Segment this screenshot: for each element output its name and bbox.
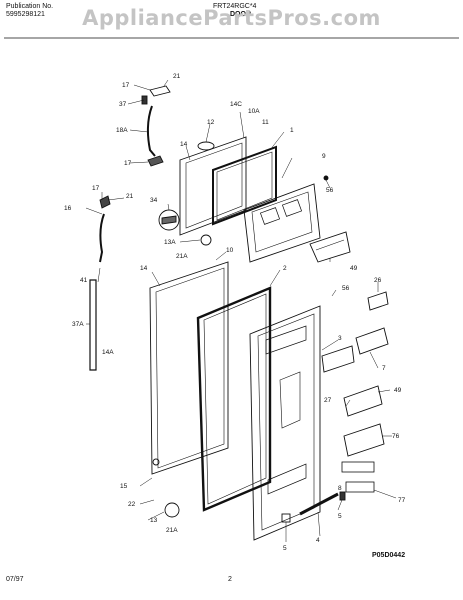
callout: 18A xyxy=(116,127,128,134)
callout: 41 xyxy=(80,277,88,284)
callout: 49 xyxy=(350,265,358,272)
callout-labels: 17 21 37 18A 12 14C 10A 11 1 14 17 9 56 … xyxy=(64,73,406,552)
callout: 14 xyxy=(140,265,148,272)
cam-circle xyxy=(200,234,212,246)
door-plug xyxy=(197,141,215,151)
door-stop xyxy=(152,458,160,466)
callout: 3 xyxy=(338,335,342,342)
callout: 22 xyxy=(128,501,136,508)
callout: 17 xyxy=(92,185,100,192)
callout: 16 xyxy=(64,205,72,212)
door-bins xyxy=(281,291,389,523)
callout: 14C xyxy=(230,101,242,108)
callout: 56 xyxy=(326,187,334,194)
callout: 21 xyxy=(126,193,134,200)
fresh-food-gasket xyxy=(196,286,272,512)
lower-hinge-circle xyxy=(164,502,180,518)
callout: 27 xyxy=(324,397,332,404)
bin-cover xyxy=(355,327,389,355)
callout: 26 xyxy=(374,277,382,284)
callout: 13A xyxy=(164,239,176,246)
callout: 37A xyxy=(72,321,84,328)
callout: 56 xyxy=(342,285,350,292)
callout: 7 xyxy=(382,365,386,372)
callout: 21 xyxy=(173,73,181,80)
footer-date: 07/97 xyxy=(6,576,24,583)
callout: 21A xyxy=(166,527,178,534)
callout: 37 xyxy=(119,101,127,108)
callout: 5 xyxy=(338,513,342,520)
trim-screw xyxy=(339,491,346,501)
lower-cable xyxy=(99,213,105,263)
section-title: DOOR xyxy=(230,11,251,18)
publication-label: Publication No. xyxy=(6,3,54,10)
callout: 14 xyxy=(180,141,188,148)
callout: 77 xyxy=(398,497,406,504)
callout: 4 xyxy=(316,537,320,544)
callout: 2 xyxy=(283,265,287,272)
callout: 11 xyxy=(262,119,269,126)
page-number: 2 xyxy=(228,576,232,583)
callout: 10 xyxy=(226,247,234,254)
model-number: FRT24RGC*4 xyxy=(213,3,257,10)
callout: 34 xyxy=(150,197,158,204)
freezer-door xyxy=(179,136,329,263)
callout: 8 xyxy=(338,485,342,492)
watermark: AppliancePartsPros.com xyxy=(82,6,381,30)
callout: 17 xyxy=(124,160,132,167)
freezer-gasket xyxy=(212,145,277,226)
callout: 17 xyxy=(122,82,130,89)
hinge-bracket xyxy=(147,155,164,167)
callout: 76 xyxy=(392,433,400,440)
callout: 14A xyxy=(102,349,114,356)
egg-tray-top xyxy=(341,461,375,473)
callout: 10A xyxy=(248,108,260,115)
callout: 15 xyxy=(120,483,128,490)
door-bin-upper xyxy=(343,385,383,417)
callout: 13 xyxy=(150,517,158,524)
diagram-code: P05D0442 xyxy=(372,552,406,559)
leader-lines xyxy=(85,79,397,542)
callout: 21A xyxy=(176,253,188,260)
hinge-pin xyxy=(141,95,148,105)
callout: 12 xyxy=(207,119,215,126)
dairy-bin xyxy=(367,291,389,311)
fresh-food-door-panel xyxy=(149,261,229,475)
fresh-food-door-liner xyxy=(249,305,321,541)
butter-bin xyxy=(321,345,355,373)
hinge-clip xyxy=(99,195,111,209)
freezer-door-panel xyxy=(179,136,247,236)
callout: 5 xyxy=(283,545,287,552)
door-cable xyxy=(146,105,156,157)
publication-number: 5995298121 xyxy=(6,11,45,18)
fresh-food-door xyxy=(149,261,229,518)
callout: 49 xyxy=(394,387,402,394)
door-trim xyxy=(299,492,339,516)
screw xyxy=(323,175,329,181)
door-bin-lower xyxy=(343,423,385,457)
freezer-door-shelf xyxy=(309,231,351,263)
freezer-door-liner xyxy=(243,183,321,263)
hinge-cover xyxy=(149,85,171,97)
egg-tray-bottom xyxy=(345,481,375,493)
callout: 9 xyxy=(322,153,326,160)
top-hinge-assembly xyxy=(141,85,171,167)
cable-rod xyxy=(89,279,97,371)
callout: 1 xyxy=(290,127,294,134)
